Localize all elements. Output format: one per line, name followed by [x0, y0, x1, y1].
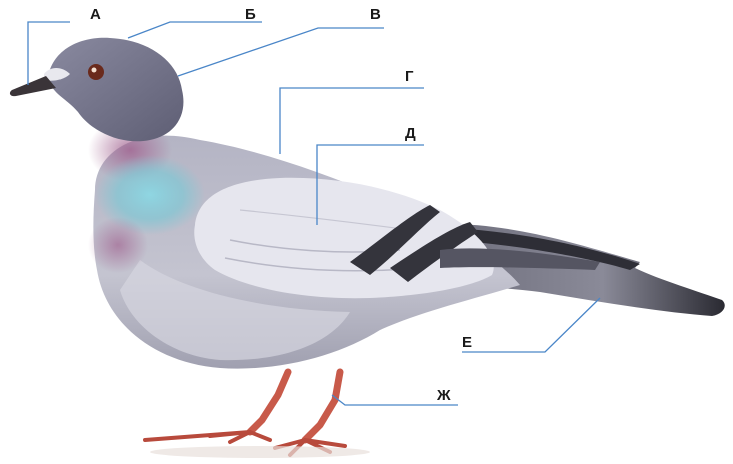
label-b: Б	[245, 6, 256, 23]
leader-line-v	[178, 28, 384, 76]
leader-line-g	[280, 88, 424, 154]
label-zh: Ж	[436, 387, 451, 404]
label-v: В	[370, 6, 381, 23]
eye	[88, 64, 104, 80]
label-e: Е	[462, 334, 472, 351]
head	[48, 38, 183, 141]
label-a: А	[90, 6, 101, 23]
legs	[145, 372, 370, 458]
pigeon-illustration	[10, 38, 725, 458]
leader-line-b	[128, 22, 262, 38]
leader-line-e	[462, 298, 600, 352]
label-d: Д	[405, 125, 416, 142]
label-g: Г	[405, 68, 414, 85]
